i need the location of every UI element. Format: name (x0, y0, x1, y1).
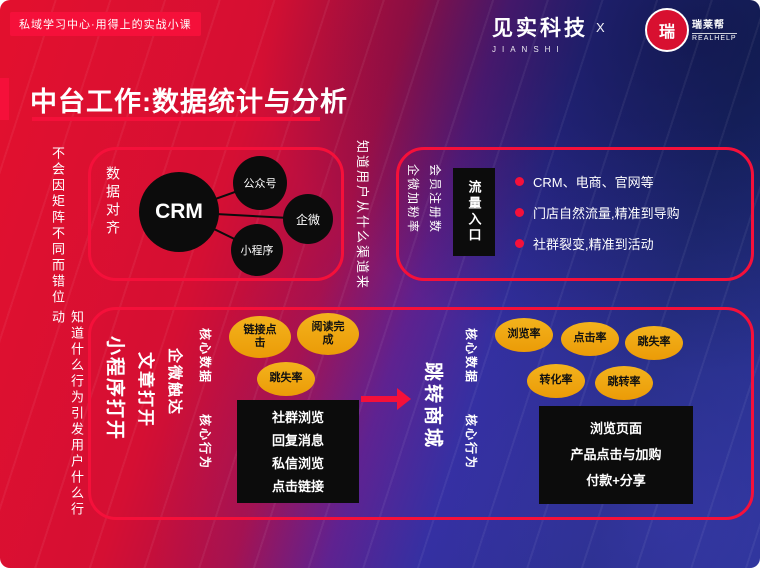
right-behavior-node: 浏览页面 产品点击与加购 付款+分享 (539, 406, 693, 504)
top-mid-note: 知道用户从什么渠道来 (355, 140, 370, 291)
channel-wecom-reach: 企微触达 (166, 348, 183, 417)
traffic-source-text: CRM、电商、官网等 (533, 175, 654, 190)
course-badge: 私域学习中心·用得上的实战小课 (10, 12, 201, 36)
logo-subtitle: REALHELP (692, 33, 737, 42)
top-left-note: 不会因矩阵不同而错位 (50, 146, 65, 306)
behavior-text: 付款+分享 (586, 473, 646, 488)
channel-mini-program-open: 小程序打开 (104, 336, 125, 442)
brand-separator: X (596, 20, 605, 35)
page-title: 中台工作:数据统计与分析 (30, 87, 348, 117)
crm-node: CRM (139, 172, 219, 252)
arrow-head (397, 388, 411, 410)
bullet-dot-icon (515, 208, 524, 217)
title-underline (32, 117, 320, 121)
metric-bounce-rate-right: 跳失率 (625, 326, 683, 360)
wecom-node: 企微 (283, 194, 333, 244)
metric-bounce-rate-left: 跳失率 (257, 362, 315, 396)
behavior-analysis-box: 小程序打开 文章打开 企微触达 核心数据 核心行为 链接点击 阅读完成 跳失率 … (88, 307, 754, 520)
bottom-left-note: 知道什么行为引发用户什么行动 (50, 310, 84, 518)
metric-view-rate: 浏览率 (495, 318, 553, 352)
traffic-source-text: 社群裂变,精准到活动 (533, 237, 654, 252)
mini-program-node: 小程序 (231, 224, 283, 276)
metric-click-rate: 点击率 (561, 322, 619, 356)
behavior-text: 产品点击与加购 (570, 447, 662, 462)
traffic-entry-node: 流量入口 (453, 168, 495, 256)
metric-read-complete: 阅读完成 (297, 313, 359, 355)
brand-subtitle: JIANSHI (492, 45, 565, 54)
channel-article-open: 文章打开 (136, 352, 155, 428)
realhelp-logo-icon: 瑞 (645, 8, 689, 52)
left-core-behavior-label: 核心行为 (198, 414, 212, 471)
metric-link-click: 链接点击 (229, 316, 291, 358)
metric-jump-rate: 跳转率 (595, 366, 653, 400)
logo-character: 瑞 (658, 24, 675, 41)
logo-text-block: 瑞莱帮 REALHELP (692, 16, 737, 42)
member-signup-label: 会员注册数 (428, 164, 442, 235)
traffic-source-list: CRM、电商、官网等 门店自然流量,精准到导购 社群裂变,精准到活动 (515, 172, 680, 265)
behavior-text: 社群浏览 (271, 409, 324, 425)
traffic-source-item: 门店自然流量,精准到导购 (515, 203, 680, 222)
title-accent-bar (0, 78, 9, 120)
bullet-dot-icon (515, 177, 524, 186)
left-behavior-node: 社群浏览 回复消息 私信浏览 点击链接 (237, 400, 359, 503)
flow-arrow-icon (361, 388, 413, 410)
traffic-source-text: 门店自然流量,精准到导购 (533, 206, 680, 221)
traffic-source-item: 社群裂变,精准到活动 (515, 234, 680, 253)
brand-name: 见实科技 (492, 17, 588, 40)
metric-conversion-rate: 转化率 (527, 364, 585, 398)
data-alignment-box: 数据对齐 CRM 公众号 企微 小程序 (88, 147, 344, 281)
arrow-shaft (361, 396, 397, 402)
bullet-dot-icon (515, 239, 524, 248)
data-alignment-label: 数据对齐 (105, 166, 121, 238)
wecom-fan-rate-label: 企微加粉率 (406, 164, 420, 235)
traffic-entry-box: 企微加粉率 会员注册数 流量入口 CRM、电商、官网等 门店自然流量,精准到导购… (396, 147, 754, 281)
behavior-text: 回复消息 (271, 432, 324, 448)
behavior-text: 浏览页面 (589, 421, 642, 436)
right-core-behavior-label: 核心行为 (464, 414, 478, 471)
traffic-source-item: CRM、电商、官网等 (515, 172, 680, 191)
behavior-text: 点击链接 (271, 478, 324, 494)
left-core-data-label: 核心数据 (198, 328, 212, 385)
official-account-node: 公众号 (233, 156, 287, 210)
right-core-data-label: 核心数据 (464, 328, 478, 385)
target-jump-to-mall: 跳转商城 (422, 362, 443, 451)
traffic-entry-label: 流量入口 (466, 180, 482, 244)
behavior-text: 私信浏览 (271, 455, 324, 471)
logo-name: 瑞莱帮 (692, 20, 725, 31)
brand-block: 见实科技 JIANSHI (492, 12, 588, 54)
